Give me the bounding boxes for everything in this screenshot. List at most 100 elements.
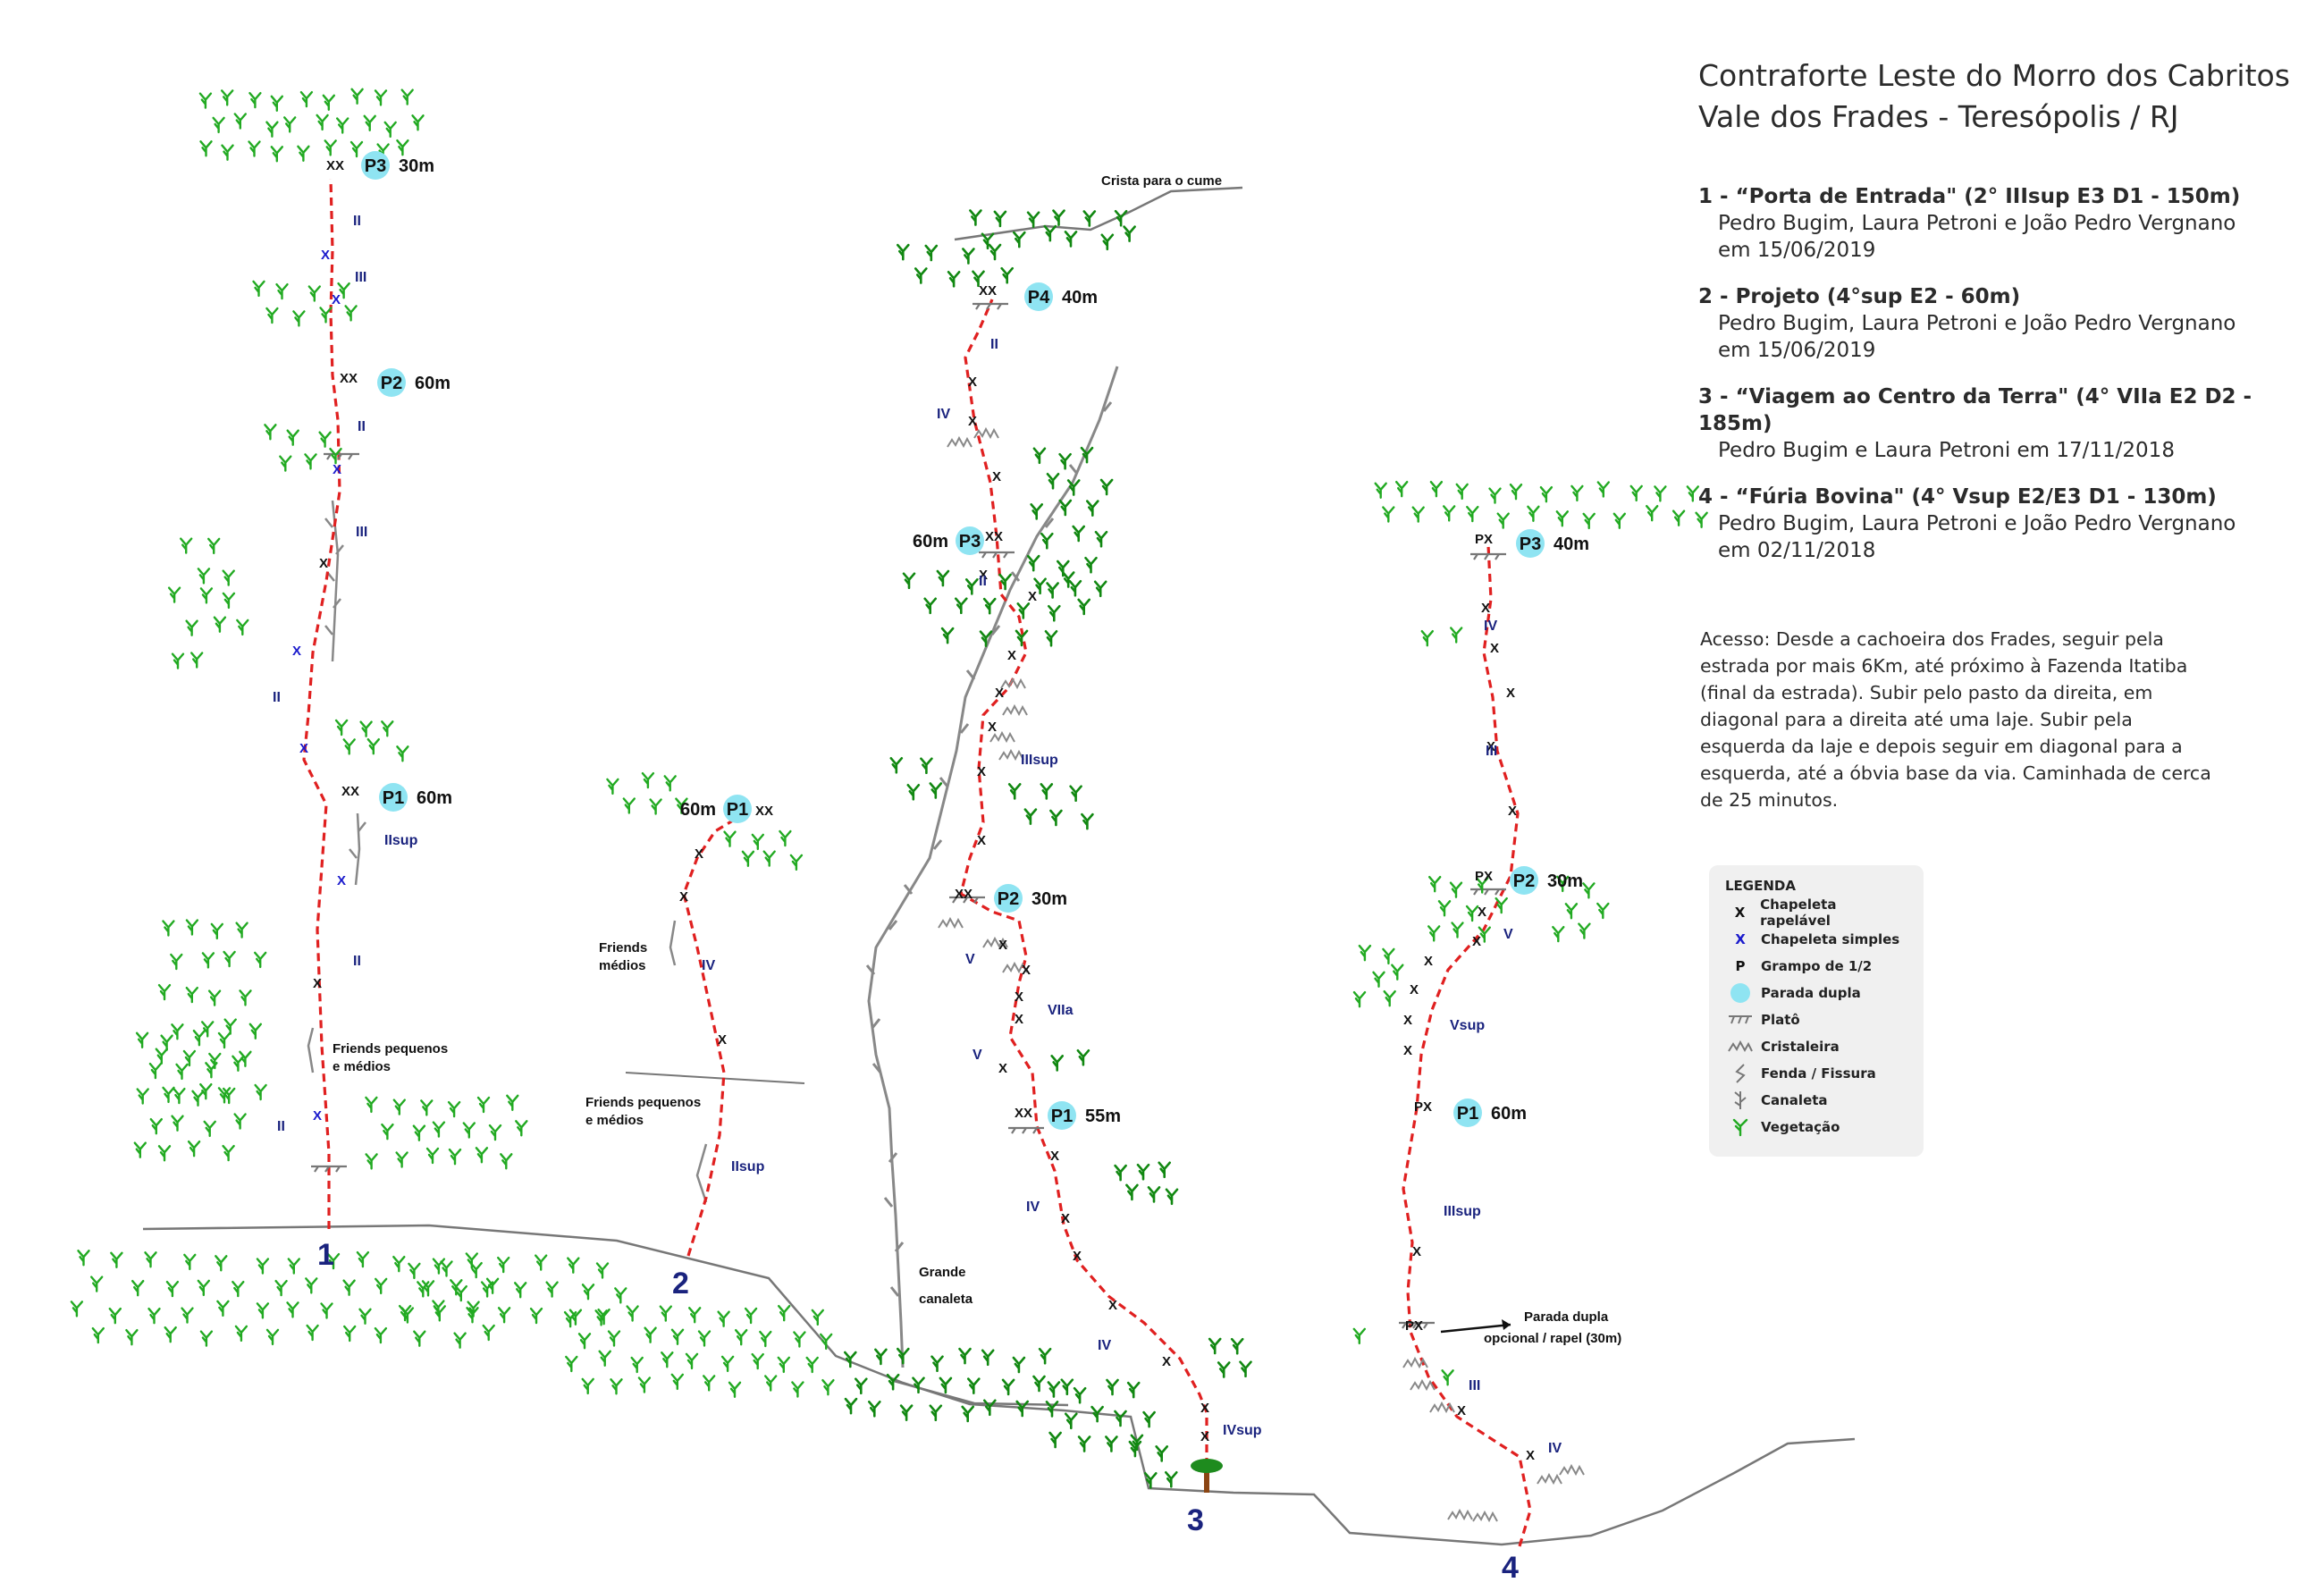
vegetation-icon [171, 1023, 184, 1040]
vegetation-icon [205, 1062, 218, 1079]
grade-label: III [1469, 1378, 1480, 1393]
vegetation-icon [1496, 512, 1510, 529]
vegetation-icon [1058, 499, 1073, 517]
diagram-title: Contraforte Leste do Morro dos Cabritos … [1698, 55, 2306, 138]
route-info: Pedro Bugim, Laura Petroni e João Pedro … [1718, 312, 2236, 335]
belay-circle-icon [379, 783, 408, 812]
vegetation-icon [1081, 812, 1094, 830]
vegetation-icon [1582, 512, 1596, 530]
vegetation-icon [981, 1349, 995, 1367]
ground-line [142, 1224, 1856, 1546]
vegetation-icon [940, 627, 955, 644]
vegetation-icon [791, 1381, 804, 1398]
vegetation-icon [1449, 627, 1463, 644]
vegetation-icon [220, 89, 234, 106]
belay-length: 60m [415, 374, 450, 393]
route-name: 1 - “Porta de Entrada" (2° IIIsup E3 D1 … [1698, 185, 2241, 208]
bolt-icon: X [679, 889, 688, 905]
vegetation-icon [1451, 922, 1464, 939]
vegetation-icon [1208, 1337, 1222, 1355]
grade-label: II [353, 214, 361, 229]
bolt-icon: X [995, 686, 1004, 701]
route-info: Pedro Bugim e Laura Petroni em 17/11/201… [1718, 439, 2175, 462]
grade-label: III [355, 270, 366, 285]
vegetation-icon [764, 1375, 778, 1392]
vegetation-icon [1352, 990, 1367, 1008]
vegetation-icon [411, 114, 425, 131]
vegetation-icon [545, 1281, 559, 1298]
belay-circle-icon [1510, 866, 1538, 895]
vegetation-icon [1455, 483, 1469, 501]
vegetation-icon [902, 572, 916, 590]
vegetation-icon [789, 854, 804, 871]
vegetation-icon [955, 597, 968, 615]
vegetation-icon [482, 1324, 495, 1342]
vegetation-icon [670, 1373, 684, 1391]
vegetation-icon [759, 1330, 772, 1348]
vegetation-icon [413, 1330, 426, 1347]
vegetation-icon [216, 1300, 230, 1317]
route-number-1: 1 [317, 1238, 334, 1272]
vegetation-icon [821, 1378, 835, 1396]
piton-icon: PX [1475, 532, 1493, 547]
vegetation-icon [343, 1325, 357, 1343]
vegetation-icon [173, 1087, 186, 1105]
vegetation-icon [160, 1034, 173, 1051]
vegetation-icon [958, 1347, 972, 1365]
vegetation-icon [1114, 209, 1128, 227]
bolt-icon: X [1490, 641, 1499, 656]
vegetation-icon [1555, 510, 1570, 527]
vegetation-icon [967, 1377, 981, 1394]
vegetation-icon [440, 1260, 453, 1277]
vegetation-icon [1077, 1435, 1091, 1452]
legend-label: Canaleta [1761, 1092, 1828, 1108]
vegetation-icon [358, 1308, 372, 1326]
belay-code: P1 [1051, 1107, 1073, 1126]
vegetation-icon [969, 209, 982, 226]
vegetation-icon [248, 140, 261, 157]
vegetation-icon [1123, 225, 1136, 242]
vegetation-icon [962, 248, 975, 265]
route-list: 1 - “Porta de Entrada" (2° IIIsup E3 D1 … [1698, 183, 2306, 584]
vegetation-icon [191, 1090, 205, 1107]
bolt-icon: X [1506, 686, 1515, 701]
vegetation-icon [375, 1277, 388, 1295]
route3-lower-ledge [893, 1379, 1069, 1407]
vegetation-icon [1106, 1378, 1119, 1396]
legend-item: Platô [1725, 1006, 1907, 1033]
vegetation-icon [1155, 1445, 1168, 1462]
bolt-icon: X [1403, 1043, 1412, 1058]
vegetation-icon [432, 1121, 446, 1138]
grade-label: V [1503, 927, 1513, 942]
vegetation-icon [1048, 1431, 1062, 1449]
bolt-icon: X [1486, 739, 1495, 754]
bolt-icon: X [321, 248, 330, 263]
bolt-icon: X [979, 568, 988, 583]
vegetation-icon [1030, 503, 1043, 520]
vegetation-icon [1383, 989, 1396, 1007]
vegetation-icon [1100, 233, 1115, 251]
vegetation-icon [185, 986, 199, 1004]
grade-label: V [973, 1048, 982, 1063]
vegetation-icon [1442, 505, 1456, 522]
vegetation-icon [199, 587, 214, 604]
bolt-icon: X [998, 1061, 1007, 1076]
vegetation-icon [307, 285, 321, 302]
vegetation-icon [606, 778, 619, 796]
friends-label-2b: médios [599, 958, 646, 973]
vegetation-icon [1082, 210, 1097, 227]
vegetation-icon [1046, 472, 1060, 490]
crista-label: Crista para o cume [1101, 173, 1222, 189]
belay-length: 60m [417, 788, 452, 808]
route1-features [307, 500, 366, 1073]
legend-label: Chapeleta rapelável [1760, 897, 1837, 929]
legend-label: Parada dupla [1761, 985, 1861, 1001]
vegetation-icon [1043, 224, 1057, 242]
vegetation-icon [1069, 785, 1082, 803]
vegetation-icon [381, 1123, 394, 1141]
vegetation-icon [506, 1094, 519, 1112]
vegetation-icon [1629, 484, 1643, 502]
vegetation-icon [175, 1063, 189, 1081]
